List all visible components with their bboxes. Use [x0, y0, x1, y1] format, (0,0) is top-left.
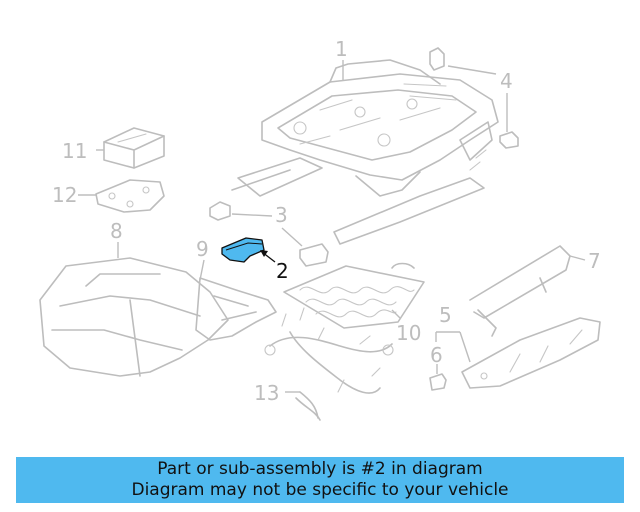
part-5-side-panel — [461, 317, 601, 389]
banner-line-2: Diagram may not be specific to your vehi… — [131, 480, 509, 500]
callout-2: 2 — [276, 259, 289, 283]
info-banner: Part or sub-assembly is #2 in diagram Di… — [16, 457, 624, 503]
part-6-clip — [429, 373, 447, 391]
part-10-heater-mat — [283, 262, 425, 329]
callout-7: 7 — [588, 249, 601, 273]
banner-line-1: Part or sub-assembly is #2 in diagram — [157, 459, 483, 479]
part-9-cover — [195, 277, 277, 341]
callout-8: 8 — [110, 219, 123, 243]
part-3-clip — [209, 201, 329, 267]
part-7-wire-frame — [469, 245, 571, 337]
part-4-clips — [429, 47, 519, 149]
callout-9: 9 — [196, 237, 209, 261]
parts-diagram: 1 2 3 4 5 6 7 8 9 10 11 12 13 — [39, 37, 601, 421]
callout-10: 10 — [396, 321, 421, 345]
leader-lines — [78, 60, 586, 393]
part-1-seat-frame — [231, 59, 499, 245]
callout-1: 1 — [335, 37, 348, 61]
part-12-bracket — [95, 179, 165, 213]
part-8-seat-cushion — [39, 257, 229, 377]
callout-4: 4 — [500, 69, 513, 93]
callout-3: 3 — [275, 203, 288, 227]
part-11-module — [103, 127, 165, 169]
callout-13: 13 — [254, 381, 279, 405]
callout-12: 12 — [52, 183, 77, 207]
callout-11: 11 — [62, 139, 87, 163]
part-2-highlighted — [221, 237, 265, 263]
part-13-harness — [264, 307, 394, 421]
callout-6: 6 — [430, 343, 443, 367]
callout-5: 5 — [439, 303, 452, 327]
